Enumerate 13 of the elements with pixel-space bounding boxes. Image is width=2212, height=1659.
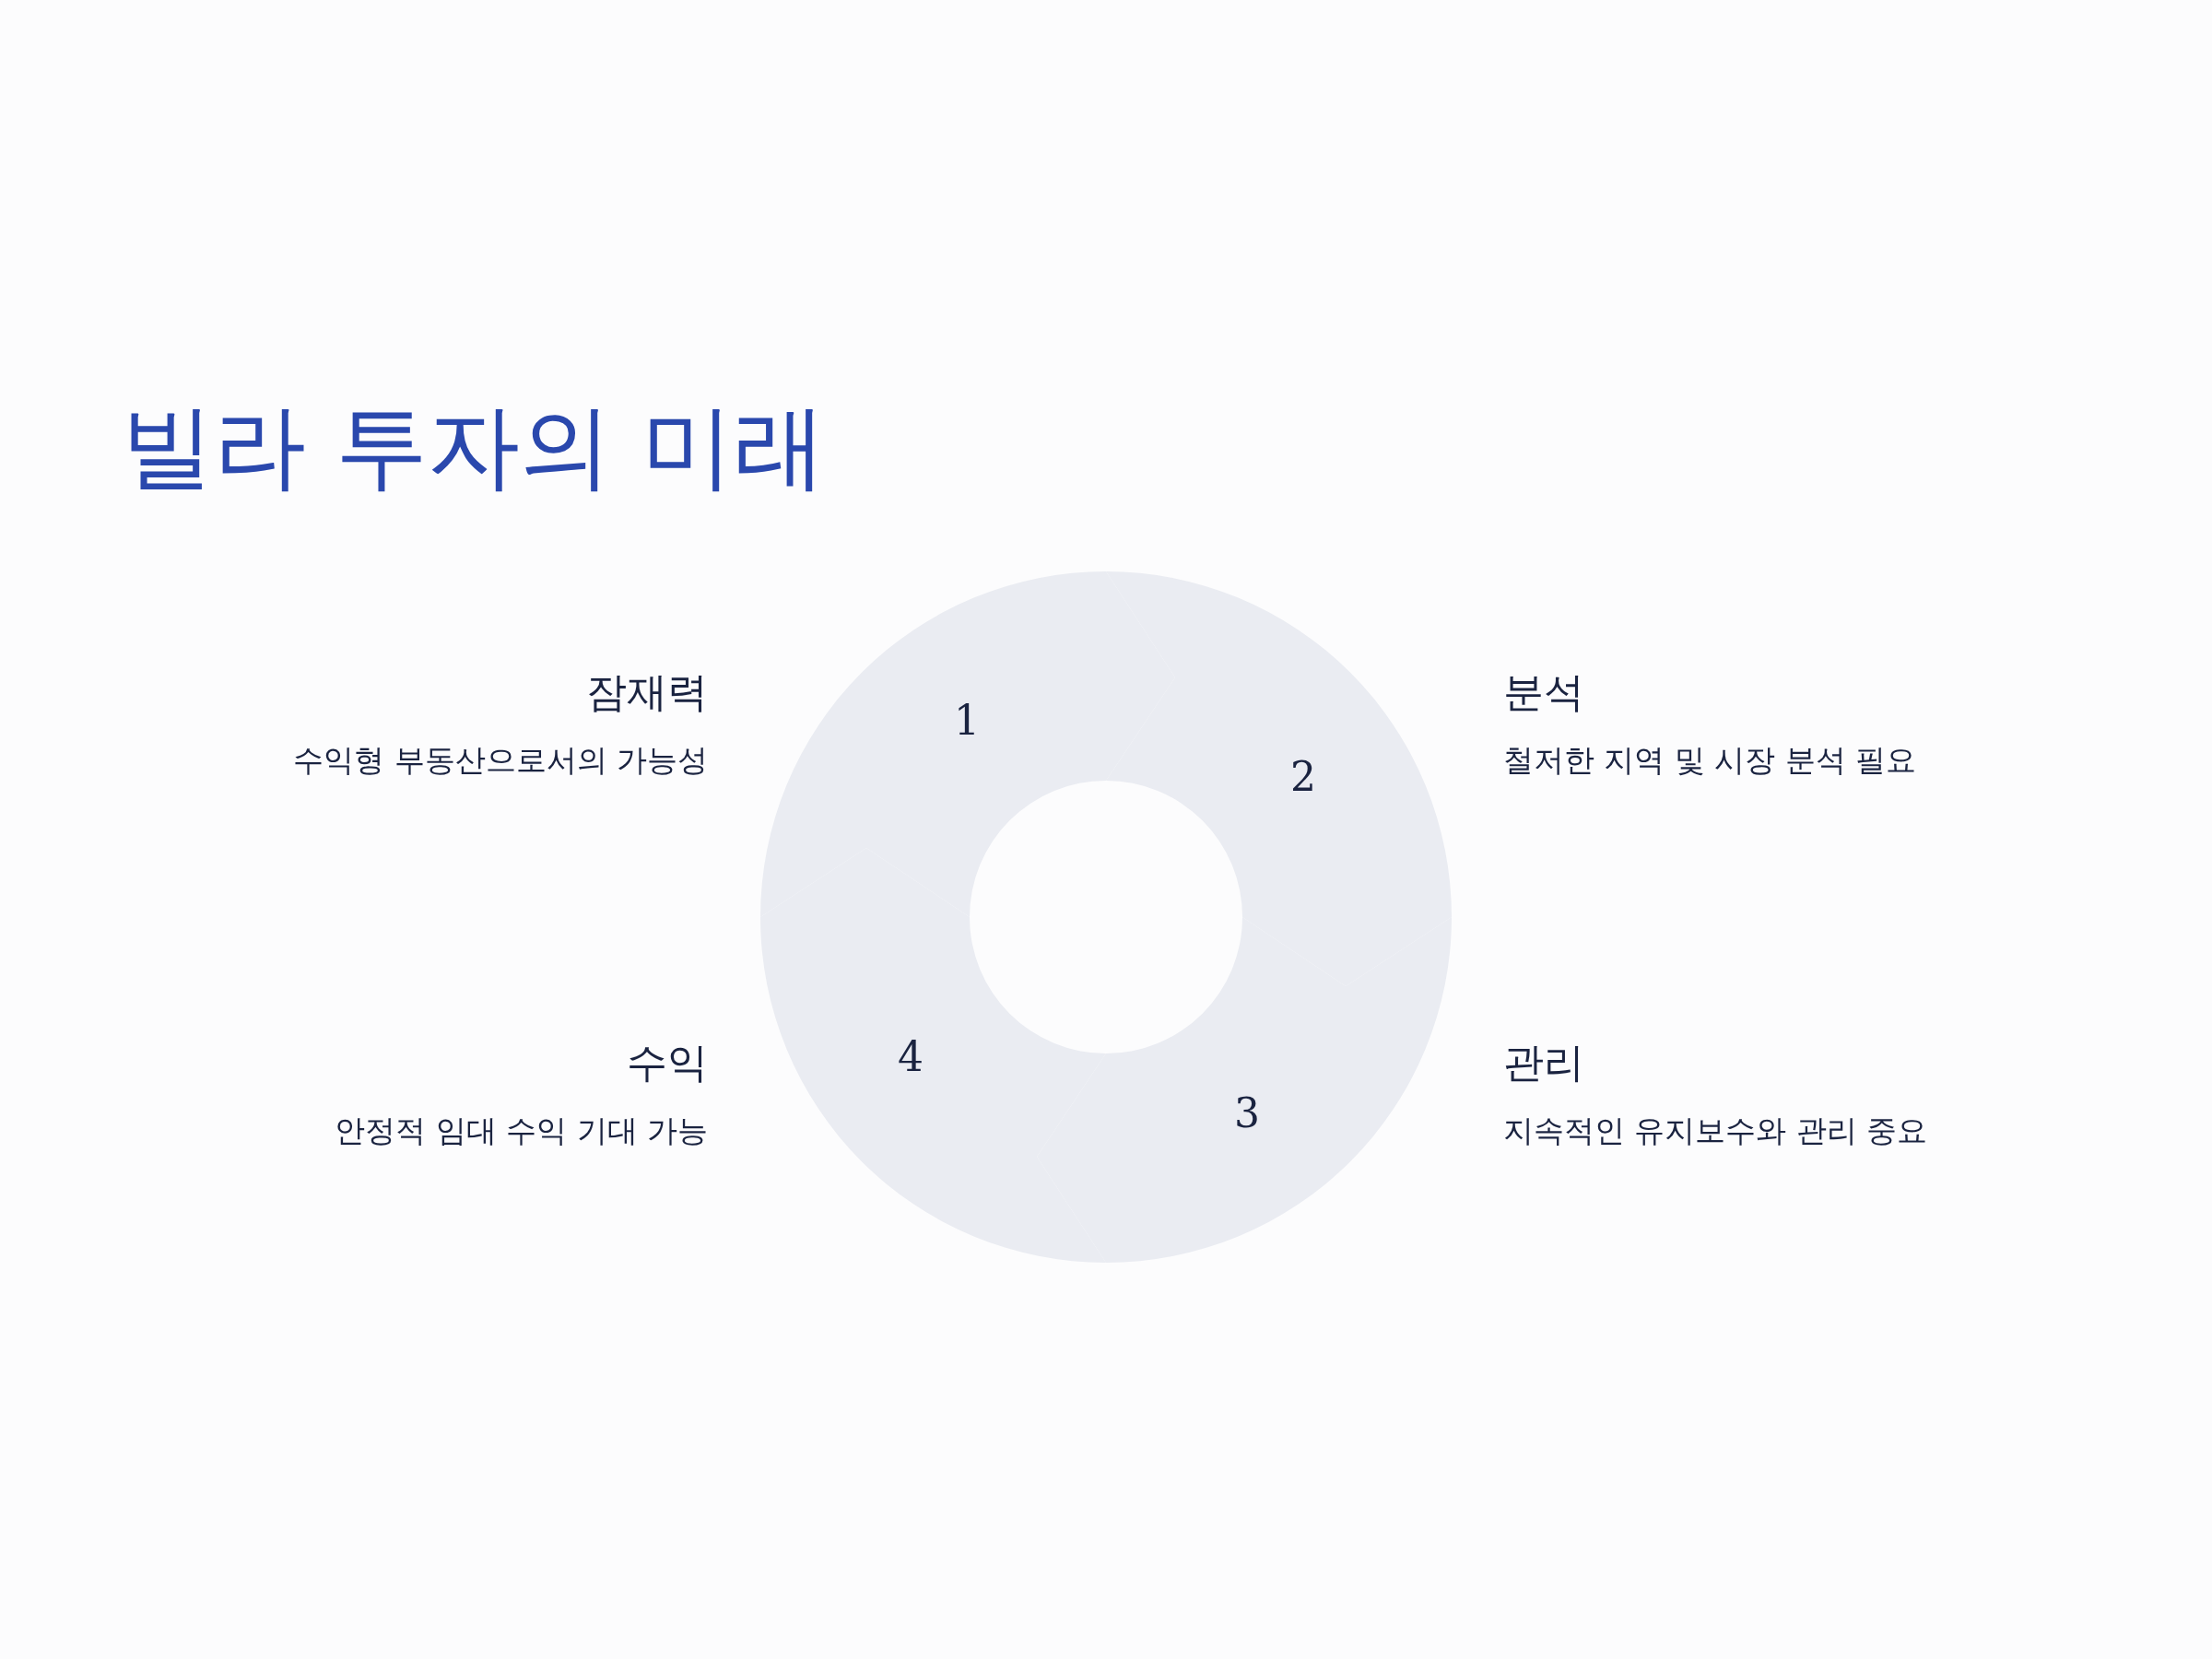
step-description: 안정적 임대 수익 기대 가능 — [335, 1112, 708, 1149]
step-number: 4 — [898, 1037, 924, 1077]
step-number: 1 — [954, 700, 980, 741]
step-heading: 분석 — [1503, 668, 1584, 717]
step-number: 3 — [1234, 1093, 1260, 1134]
step-heading: 관리 — [1503, 1039, 1584, 1088]
step-description: 수익형 부동산으로서의 가능성 — [293, 742, 708, 779]
step-number: 2 — [1290, 757, 1316, 797]
step-description: 철저한 지역 및 시장 분석 필요 — [1503, 742, 1917, 779]
step-description: 지속적인 유지보수와 관리 중요 — [1503, 1112, 1928, 1149]
step-heading: 수익 — [627, 1039, 708, 1088]
slide-title: 빌라 투자의 미래 — [122, 392, 826, 502]
step-heading: 잠재력 — [586, 668, 708, 717]
